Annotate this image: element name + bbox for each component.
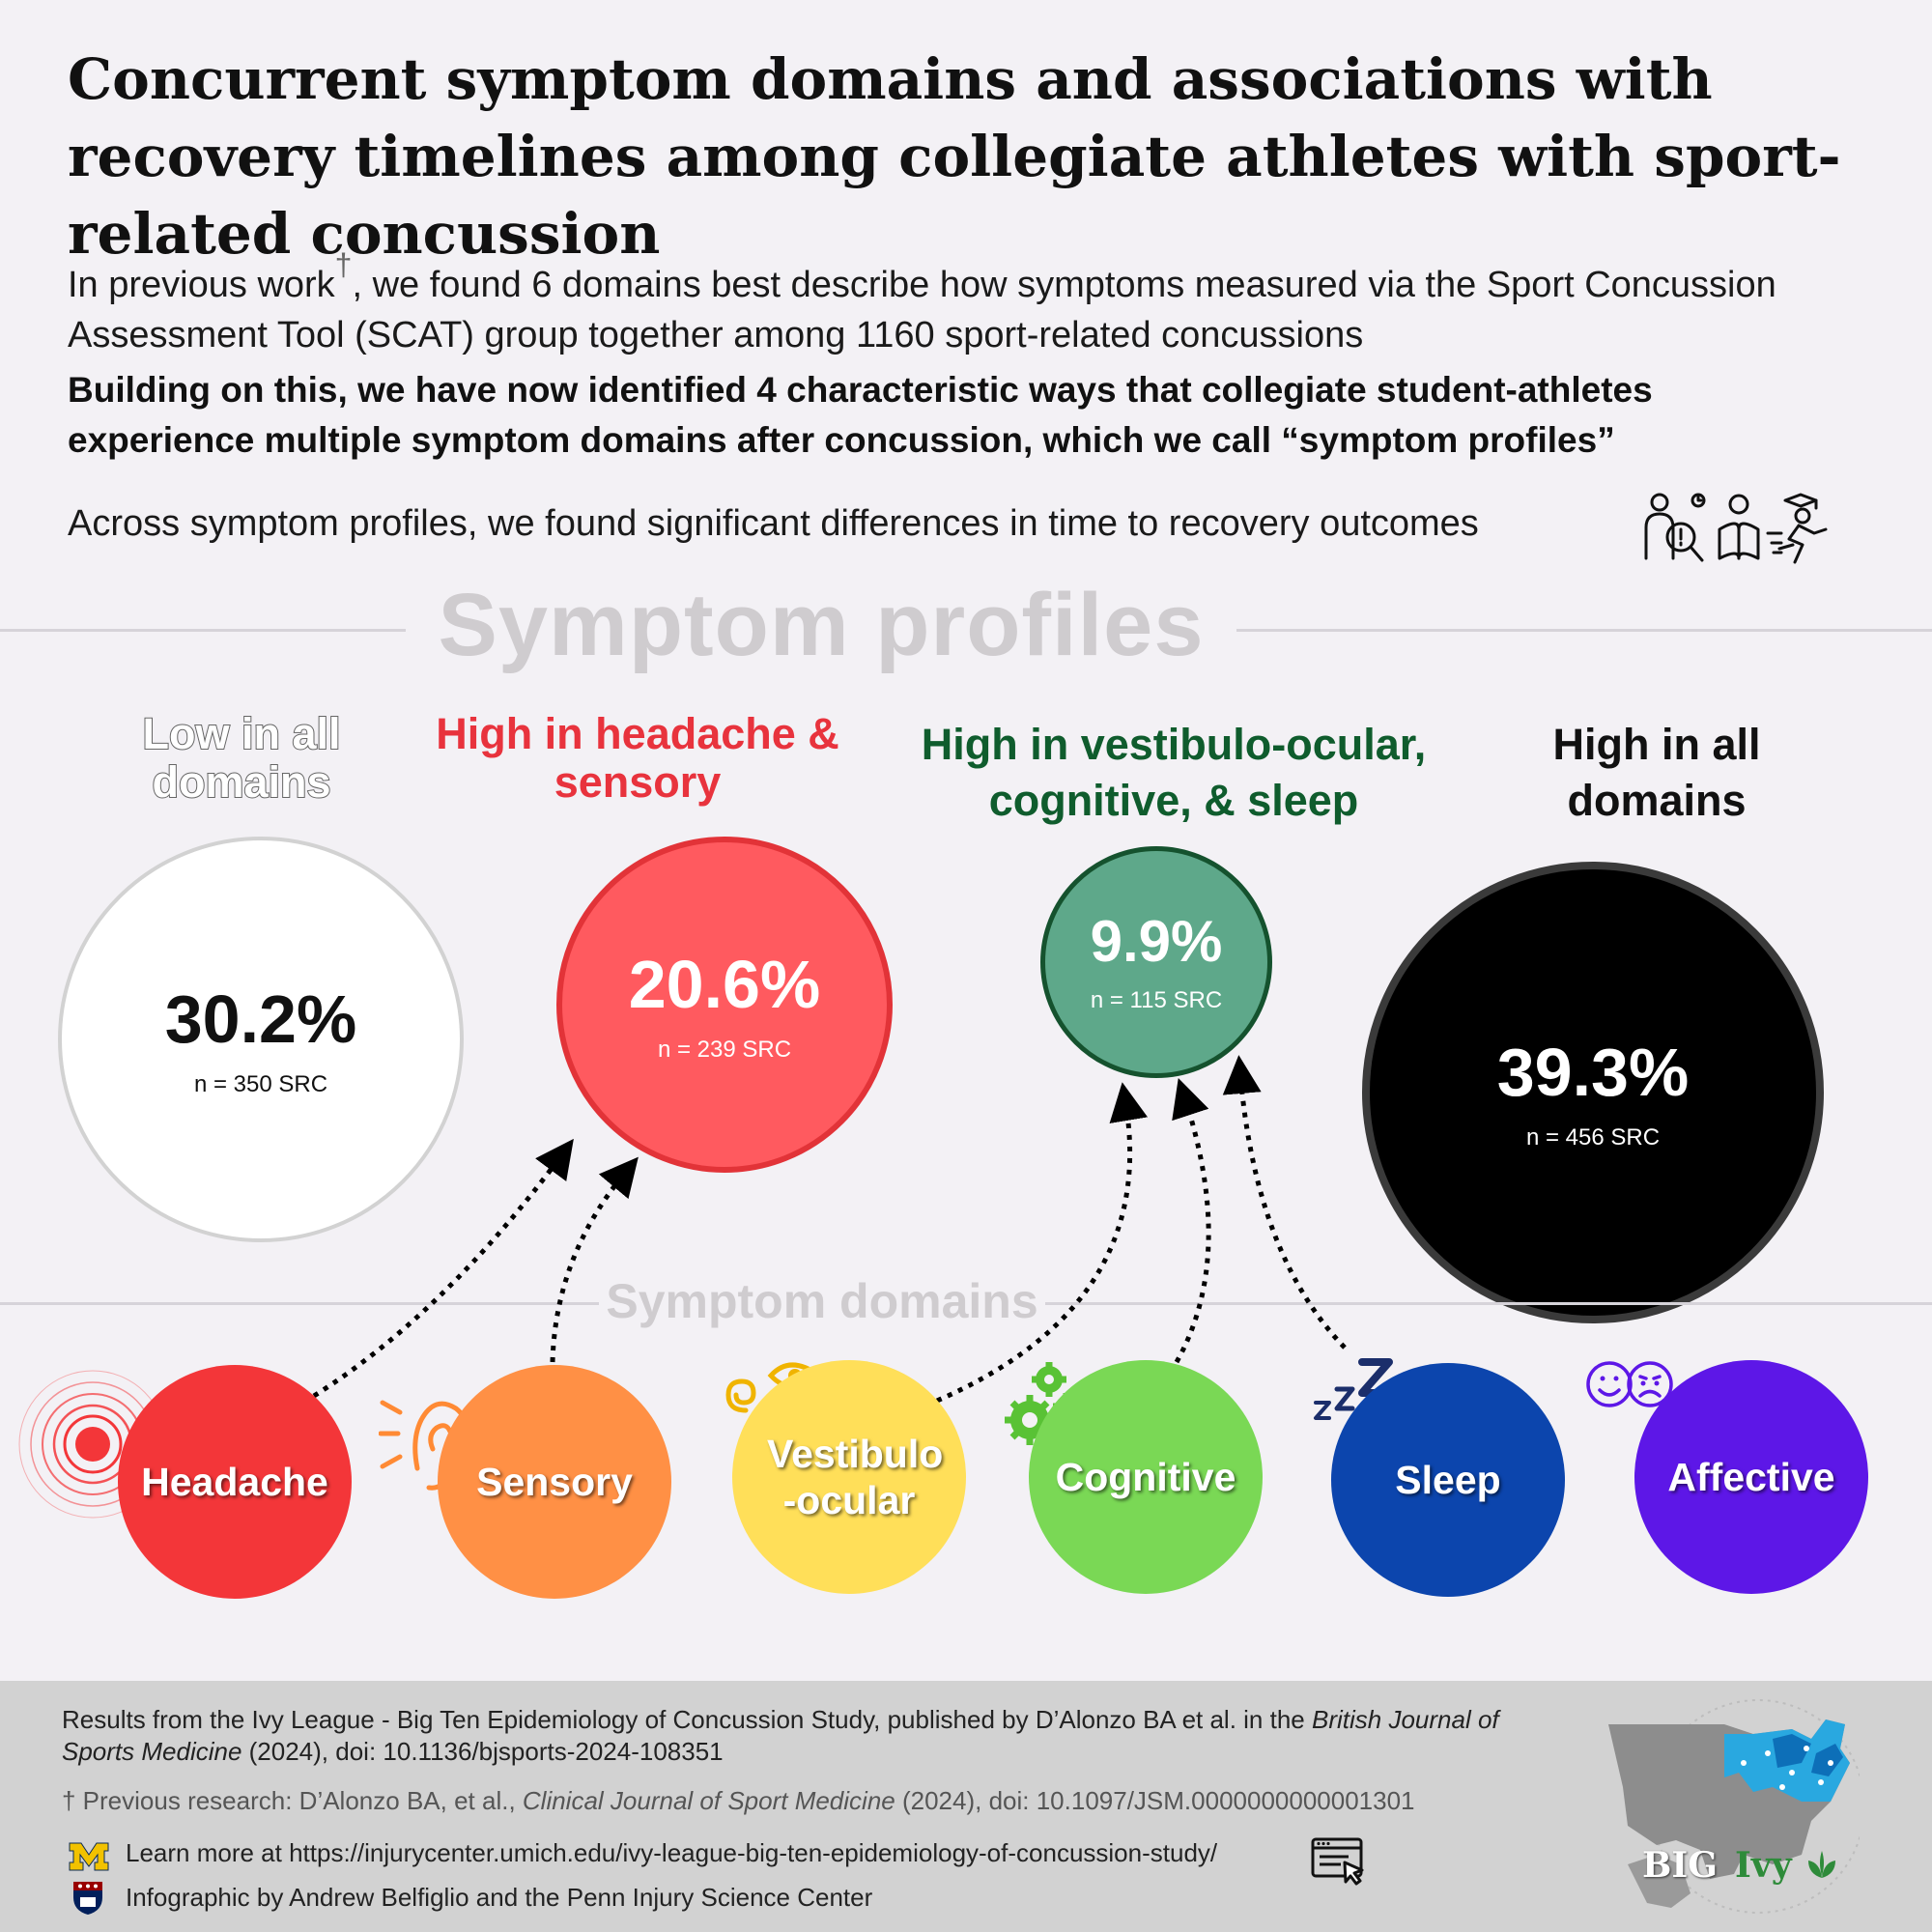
arrow-cognitive-to-profile	[1172, 1077, 1211, 1364]
profile-count: n = 456 SRC	[1525, 1124, 1661, 1151]
recovery-outcomes-icon	[1644, 493, 1828, 564]
learn-more-link[interactable]: Learn more at https://injurycenter.umich…	[126, 1838, 1218, 1867]
page-title: Concurrent symptom domains and associati…	[68, 46, 1841, 267]
citation-journal: British Journal of Sports Medicine	[62, 1705, 1499, 1766]
citation-doi: (2024), doi: 10.1136/bjsports-2024-10835…	[242, 1737, 724, 1766]
footer	[0, 1681, 1932, 1932]
dagger-footnote-marker: †	[334, 247, 353, 282]
profile-label-vestibulo-cognitive-sleep: High in vestibulo-ocular, cognitive, & s…	[921, 720, 1427, 825]
intro-previous-work-text-cont: , we found 6 domains best describe how s…	[68, 265, 1776, 355]
domain-label: Sensory	[476, 1460, 633, 1504]
domain-label: Vestibulo -ocular	[767, 1432, 944, 1522]
intro-symptom-profiles: Building on this, we have now identified…	[68, 370, 1653, 460]
divider	[1045, 1302, 1932, 1305]
symptom-profiles-heading: Symptom profiles	[438, 576, 1205, 674]
divider	[0, 629, 406, 632]
profile-label-low-all: Low in all domains	[141, 709, 341, 808]
previous-research-citation: † Previous research: D’Alonzo BA, et al.…	[62, 1785, 1569, 1817]
domain-headache: Headache	[118, 1365, 352, 1599]
arrow-vestibulo-to-profile	[936, 1082, 1149, 1404]
domain-label: Cognitive	[1055, 1455, 1236, 1499]
domain-label: Headache	[141, 1460, 328, 1504]
ivy-league-logo-text: Ivy	[1735, 1845, 1792, 1886]
domain-cognitive: Cognitive	[1029, 1360, 1263, 1594]
infographic-credit: Infographic by Andrew Belfiglio and the …	[126, 1883, 873, 1912]
previous-citation-text: † Previous research: D’Alonzo BA, et al.…	[62, 1786, 523, 1815]
profile-percent: 9.9%	[1090, 909, 1223, 974]
big-ten-logo-text: BIG	[1642, 1845, 1719, 1886]
profile-percent: 39.3%	[1496, 1035, 1690, 1110]
citation-text: Results from the Ivy League - Big Ten Ep…	[62, 1705, 1312, 1734]
profile-count: n = 350 SRC	[193, 1071, 328, 1097]
ivy-leaf-icon	[1808, 1851, 1835, 1878]
michigan-logo-icon	[69, 1842, 109, 1871]
profile-percent: 30.2%	[164, 981, 357, 1057]
penn-shield-icon	[73, 1882, 102, 1915]
profile-percent: 20.6%	[628, 947, 821, 1022]
intro-previous-work-text: In previous work	[68, 265, 335, 305]
profile-count: n = 115 SRC	[1090, 987, 1223, 1013]
big-ivy-map-logo	[1608, 1699, 1860, 1914]
divider	[0, 1302, 599, 1305]
arrow-sensory-to-profile	[550, 1156, 639, 1363]
profile-circle-low-all: 30.2% n = 350 SRC	[58, 837, 464, 1242]
domain-sleep: Sleep	[1331, 1363, 1565, 1597]
domain-label: Affective	[1667, 1455, 1835, 1499]
profile-label-high-all: High in all domains	[1552, 720, 1761, 825]
divider	[1236, 629, 1932, 632]
domain-vestibulo-ocular: Vestibulo -ocular	[732, 1360, 966, 1594]
profile-count: n = 239 SRC	[657, 1037, 792, 1063]
domain-sensory: Sensory	[438, 1365, 671, 1599]
profile-circle-vestibulo-cognitive-sleep: 9.9% n = 115 SRC	[1040, 846, 1272, 1078]
previous-citation-doi: (2024), doi: 10.1097/JSM.000000000000130…	[895, 1786, 1415, 1815]
profile-circle-headache-sensory: 20.6% n = 239 SRC	[556, 837, 893, 1173]
web-page-click-icon	[1311, 1837, 1364, 1886]
intro-previous-work: In previous work†, we found 6 domains be…	[68, 240, 1806, 360]
intro-recovery-outcomes: Across symptom profiles, we found signif…	[68, 503, 1479, 544]
profile-circle-high-all: 39.3% n = 456 SRC	[1362, 862, 1824, 1323]
profile-label-headache-sensory: High in headache & sensory	[436, 709, 839, 807]
domain-label: Sleep	[1395, 1458, 1501, 1502]
study-citation: Results from the Ivy League - Big Ten Ep…	[62, 1704, 1569, 1768]
arrow-sleep-to-profile	[1222, 1055, 1347, 1350]
previous-citation-journal: Clinical Journal of Sport Medicine	[522, 1786, 895, 1815]
domain-affective: Affective	[1634, 1360, 1868, 1594]
symptom-domains-heading: Symptom domains	[606, 1274, 1038, 1328]
